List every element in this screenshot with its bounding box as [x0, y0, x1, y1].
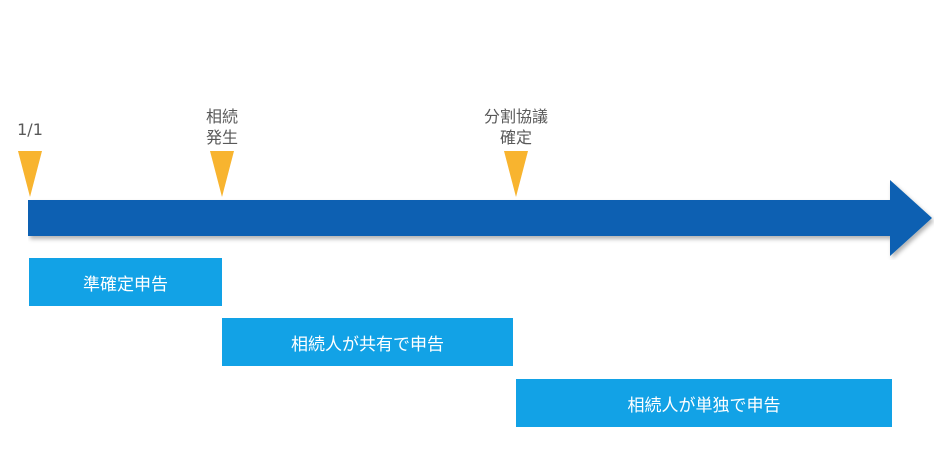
marker-label-jan-1: 1/1 — [17, 120, 43, 139]
period-box-individual-filing: 相続人が単独で申告 — [516, 379, 892, 427]
period-box-joint-filing: 相続人が共有で申告 — [222, 318, 513, 366]
marker-triangle-icon — [210, 151, 234, 197]
marker-label-inheritance: 相続 発生 — [205, 107, 238, 147]
timeline-arrow — [28, 180, 932, 256]
timeline-arrow-shape — [28, 180, 932, 256]
period-box-quasi-final-return: 準確定申告 — [29, 258, 222, 306]
marker-label-division-agreement: 分割協議 確定 — [483, 107, 548, 147]
marker-triangle-icon — [18, 151, 42, 197]
marker-triangle-icon — [504, 151, 528, 197]
